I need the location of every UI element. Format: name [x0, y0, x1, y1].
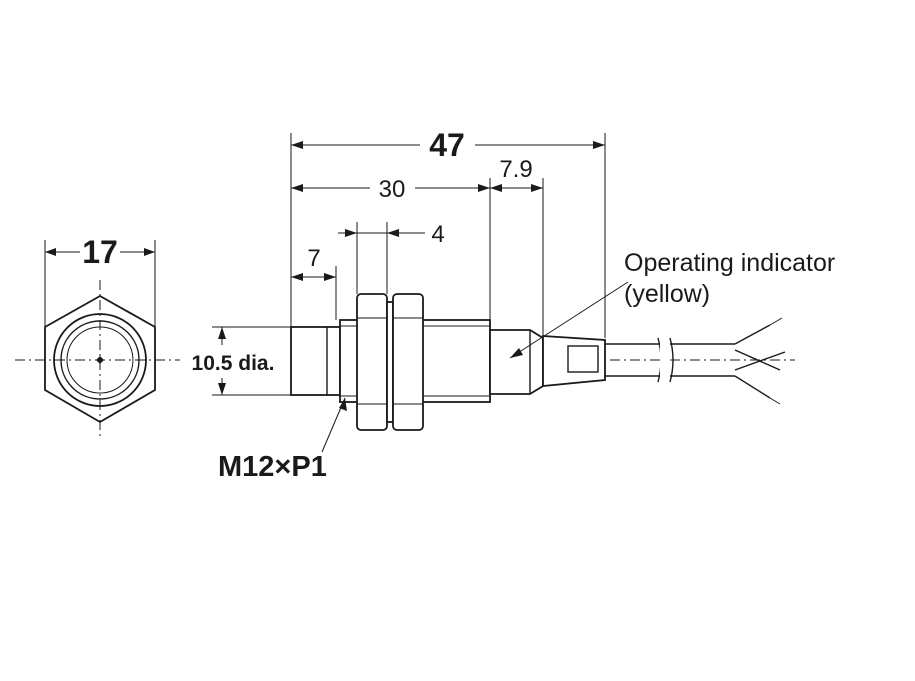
dim-47-arrow-right	[593, 141, 605, 149]
dim-4-label: 4	[431, 221, 444, 248]
dim-79-label: 7.9	[499, 156, 532, 183]
indicator-leader-arrow	[510, 348, 523, 358]
cable-gland-slot	[567, 345, 599, 373]
dim-7-arrow-right	[324, 273, 336, 281]
dim-7-label: 7	[307, 245, 320, 272]
indicator-leader	[509, 281, 629, 359]
dim-47-arrow-left	[291, 141, 303, 149]
dim-17-label: 17	[82, 234, 118, 270]
side-view: 47 30 7.9 4 7 1	[180, 127, 835, 483]
cable-gland	[542, 335, 606, 387]
nut-right	[392, 293, 424, 431]
front-view: 17	[15, 234, 180, 440]
thread-spec-label: M12×P1	[218, 451, 327, 483]
dim-30-arrow-left	[291, 184, 303, 192]
dim-4-arrow-left	[345, 229, 357, 237]
thread-leader-arrow	[339, 398, 347, 411]
dim-dia-label: 10.5 dia.	[192, 352, 275, 375]
dim-7-arrow-left	[291, 273, 303, 281]
dim-79-arrow-left	[490, 184, 502, 192]
indicator-callout-line1: Operating indicator	[624, 249, 835, 277]
dim-47-label: 47	[429, 127, 465, 163]
indicator-callout-line2: (yellow)	[624, 280, 710, 308]
cable-end	[734, 324, 786, 399]
dim-4-arrow-right	[387, 229, 399, 237]
wire-1	[769, 317, 783, 326]
dim-30-arrow-right	[478, 184, 490, 192]
dim-dia-arrow-bottom	[218, 383, 226, 395]
dim-17-arrow-right	[144, 248, 155, 256]
dim-dia-arrow-top	[218, 327, 226, 339]
dim-79-arrow-right	[531, 184, 543, 192]
indicator-housing	[489, 329, 544, 395]
dim-30-label: 30	[379, 176, 406, 203]
wire-2	[769, 397, 781, 405]
sensing-head	[290, 326, 341, 396]
dim-dia-label-bg	[180, 350, 286, 374]
dim-17-arrow-left	[45, 248, 56, 256]
cable-break-gap	[660, 342, 670, 378]
nut-left	[356, 293, 388, 431]
